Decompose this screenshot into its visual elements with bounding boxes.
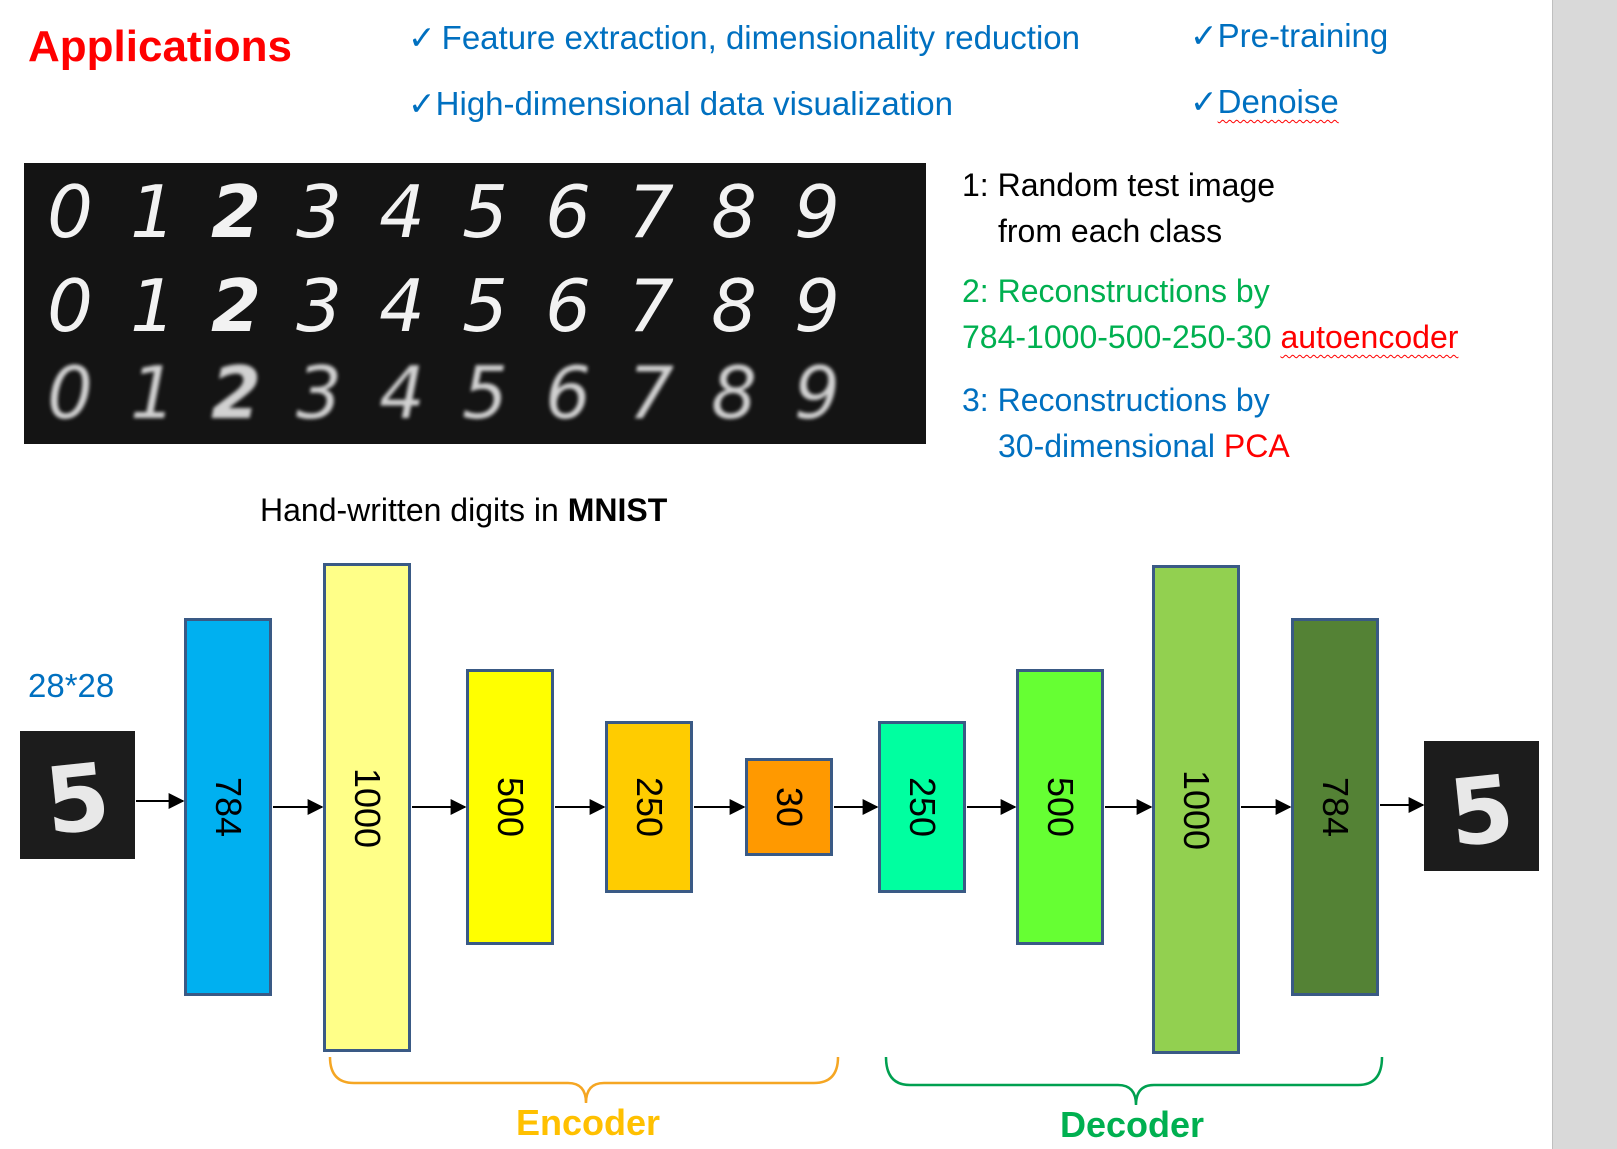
digit-9-row-2: 9 — [794, 264, 840, 348]
layer-500-encoder: 500 — [466, 669, 554, 945]
legend-row-1-line-1: 1: Random test image — [962, 167, 1276, 203]
digit-3-row-2: 3 — [296, 264, 342, 348]
digit-5-row-1: 5 — [462, 170, 508, 254]
digit-6-row-2: 6 — [545, 264, 591, 348]
digit-2-row-2: 2 — [211, 264, 261, 348]
digit-7-row-1: 7 — [628, 170, 674, 254]
layer-500-decoder: 500 — [1016, 669, 1104, 945]
digit-6-row-3: 6 — [545, 351, 591, 435]
mnist-caption-bold: MNIST — [567, 492, 668, 528]
layer-1000-encoder: 1000 — [323, 563, 411, 1052]
digit-0-row-2: 0 — [47, 264, 93, 348]
arrow-overlay: Encoder Decoder — [136, 793, 1425, 1145]
application-label: Pre-training — [1217, 17, 1389, 54]
legend-row-1-line-2: from each class — [998, 213, 1223, 249]
legend-row-1: 1: Random test image from each class — [962, 162, 1275, 254]
input-digit-image: 5 — [20, 731, 135, 859]
application-label: Denoise — [1217, 83, 1339, 120]
digit-4-row-1: 4 — [379, 170, 425, 254]
digit-0-row-3: 0 — [47, 351, 93, 435]
digit-4-row-2: 4 — [379, 264, 425, 348]
digit-8-row-2: 8 — [711, 264, 757, 348]
digit-7-row-2: 7 — [628, 264, 674, 348]
decoder-label: Decoder — [1060, 1104, 1204, 1145]
mnist-caption: Hand-written digits in MNIST — [260, 492, 668, 528]
digit-2-row-1: 2 — [211, 170, 261, 254]
legend-row-3-line-2: 30-dimensional — [998, 428, 1216, 464]
legend-row-3: 3: Reconstructions by 30-dimensional PCA — [962, 377, 1290, 469]
application-item: ✓High-dimensional data visualization — [408, 84, 953, 123]
digit-1-row-2: 1 — [130, 264, 176, 348]
decoder-bracket — [884, 1056, 1384, 1106]
input-digit: 5 — [40, 743, 115, 856]
layer-784-encoder: 784 — [184, 618, 272, 996]
check-icon: ✓ — [408, 85, 436, 122]
digit-6-row-1: 6 — [545, 170, 591, 254]
digit-5-row-2: 5 — [462, 264, 508, 348]
output-digit-image: 5 — [1424, 741, 1539, 871]
layer-784-decoder: 784 — [1291, 618, 1379, 996]
check-icon: ✓ — [1190, 83, 1218, 120]
encoder-label: Encoder — [516, 1102, 660, 1143]
digit-4-row-3: 4 — [379, 351, 425, 435]
input-size-label: 28*28 — [28, 667, 115, 704]
digit-1-row-1: 1 — [130, 170, 176, 254]
application-item: ✓Feature extraction, dimensionality redu… — [408, 18, 1080, 57]
digit-9-row-1: 9 — [794, 170, 840, 254]
digit-5-row-3: 5 — [462, 351, 508, 435]
digit-0-row-1: 0 — [47, 170, 93, 254]
application-label: High-dimensional data visualization — [435, 85, 953, 122]
slide: Applications ✓Feature extraction, dimens… — [0, 0, 1553, 1149]
output-digit: 5 — [1444, 755, 1519, 868]
digit-2-row-3: 2 — [211, 351, 261, 435]
legend-autoencoder: autoencoder — [1280, 319, 1459, 355]
digit-3-row-1: 3 — [296, 170, 342, 254]
check-icon: ✓ — [408, 19, 436, 56]
legend-row-3-line-1: 3: Reconstructions by — [962, 382, 1270, 418]
digit-8-row-3: 8 — [711, 351, 757, 435]
check-icon: ✓ — [1190, 17, 1218, 54]
layer-1000-decoder: 1000 — [1152, 565, 1240, 1054]
legend-row-2-line-1: 2: Reconstructions by — [962, 273, 1270, 309]
legend-pca: PCA — [1223, 428, 1290, 464]
application-item: ✓Pre-training — [1190, 16, 1388, 55]
layer-250-decoder: 250 — [878, 721, 966, 893]
digit-1-row-3: 1 — [130, 351, 176, 435]
application-item: ✓Denoise — [1190, 82, 1339, 121]
encoder-bracket — [328, 1056, 840, 1104]
layer-30-code: 30 — [745, 758, 833, 856]
application-label: Feature extraction, dimensionality reduc… — [441, 19, 1080, 56]
legend-row-2-line-2: 784-1000-500-250-30 — [962, 319, 1272, 355]
digit-7-row-3: 7 — [628, 351, 674, 435]
digit-8-row-1: 8 — [711, 170, 757, 254]
digit-3-row-3: 3 — [296, 351, 342, 435]
legend-row-2: 2: Reconstructions by 784-1000-500-250-3… — [962, 268, 1458, 360]
digit-9-row-3: 9 — [794, 351, 840, 435]
layer-250-encoder: 250 — [605, 721, 693, 893]
page-title: Applications — [28, 22, 293, 71]
